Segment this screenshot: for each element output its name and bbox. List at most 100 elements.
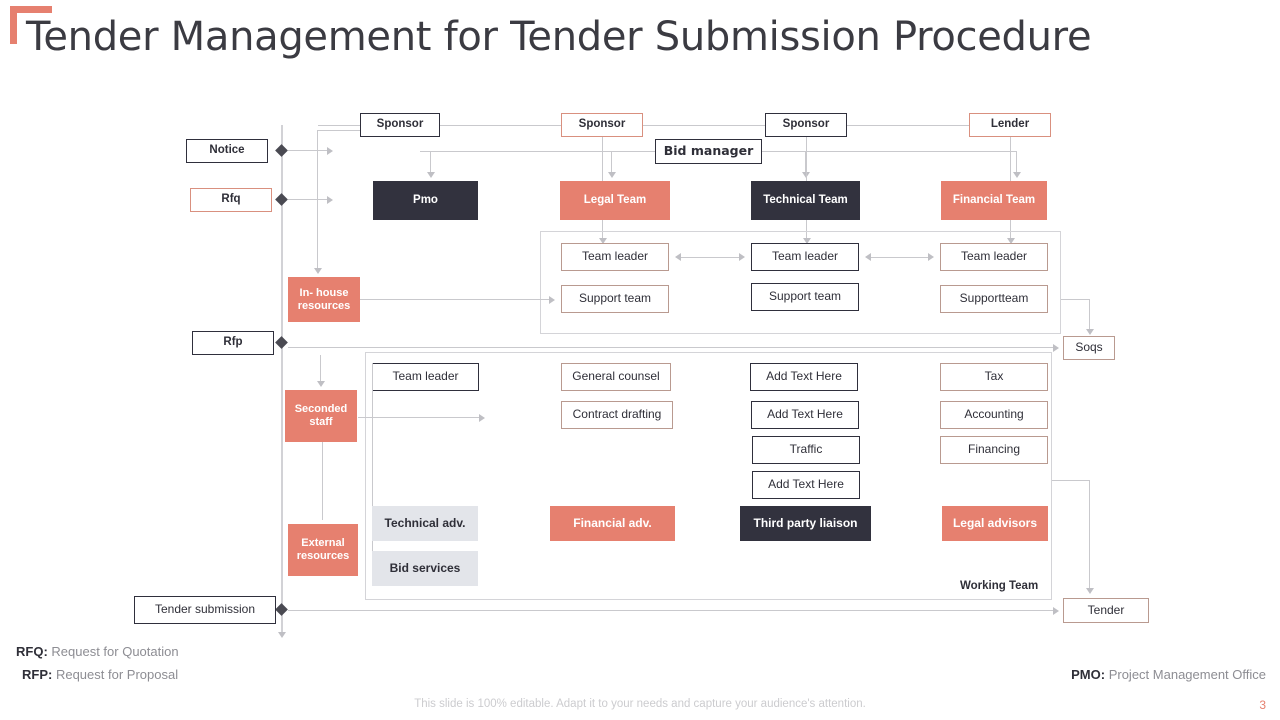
legend-pmo: PMO: Project Management Office xyxy=(1071,667,1266,682)
sponsor3-drop-arrow xyxy=(803,238,811,244)
stakeholder-rail-d xyxy=(847,125,969,126)
working-team-leader[interactable]: Team leader xyxy=(372,363,479,391)
team-legal-label: Legal Team xyxy=(583,193,647,206)
bid-manager-box[interactable]: Bid manager xyxy=(655,139,762,164)
team-financial[interactable]: Financial Team xyxy=(941,181,1047,220)
resource-band-external[interactable]: External resources xyxy=(288,524,358,576)
inhouse-to-support-rail xyxy=(360,299,550,300)
leader-technical-label: Team leader xyxy=(771,249,839,264)
stakeholder-sponsor-1[interactable]: Sponsor xyxy=(360,113,440,137)
output-soqs[interactable]: Soqs xyxy=(1063,336,1115,360)
working-team-leader-label: Team leader xyxy=(392,369,459,384)
legend-rfq: RFQ: Request for Quotation xyxy=(16,644,179,659)
team-pmo-label: Pmo xyxy=(413,193,438,206)
page-number: 3 xyxy=(1259,698,1266,712)
sponsor2-drop-arrow xyxy=(599,238,607,244)
legend-pmo-text: Project Management Office xyxy=(1105,667,1266,682)
support-legal[interactable]: Support team xyxy=(561,285,669,313)
milestone-notice[interactable]: Notice xyxy=(186,139,268,163)
milestone-tender-submission[interactable]: Tender submission xyxy=(134,596,276,624)
leader-legal-label: Team leader xyxy=(581,249,649,264)
milestone-tender-submission-label: Tender submission xyxy=(154,602,256,617)
resource-band-in-house[interactable]: In- house resources xyxy=(288,277,360,322)
tender-rail-arrow xyxy=(1086,588,1094,594)
advisor-third-party-liaison[interactable]: Third party liaison xyxy=(740,506,871,541)
leader-link-1-arrow-right xyxy=(739,253,745,261)
team-pmo[interactable]: Pmo xyxy=(373,181,478,220)
advisor-technical[interactable]: Technical adv. xyxy=(372,506,478,541)
advisor-bid-services[interactable]: Bid services xyxy=(372,551,478,586)
timeline-end-arrow xyxy=(278,632,286,638)
inhouse-to-support-arrow xyxy=(549,296,555,304)
wt-c3-item-3[interactable]: Traffic xyxy=(752,436,860,464)
bid-manager-rail-right xyxy=(762,151,1016,152)
wt-tax[interactable]: Tax xyxy=(940,363,1048,391)
tender-rail-v xyxy=(1089,480,1090,590)
working-team-caption: Working Team xyxy=(960,580,1039,592)
branch-to-external xyxy=(322,442,323,520)
support-legal-label: Support team xyxy=(578,291,652,306)
support-technical[interactable]: Support team xyxy=(751,283,859,311)
working-team-frame xyxy=(365,352,1052,600)
bid-manager-label: Bid manager xyxy=(663,143,754,159)
wt-c3-item-4[interactable]: Add Text Here xyxy=(752,471,860,499)
milestone-rfq[interactable]: Rfq xyxy=(190,188,272,212)
leader-financial-label: Team leader xyxy=(960,249,1028,264)
stakeholder-sponsor-1-label: Sponsor xyxy=(376,118,424,131)
milestone-notice-label: Notice xyxy=(209,144,245,157)
legend-rfp-text: Request for Proposal xyxy=(52,667,179,682)
seconded-to-col1-arrow xyxy=(479,414,485,422)
output-soqs-label: Soqs xyxy=(1075,340,1103,355)
milestone-rfp[interactable]: Rfp xyxy=(192,331,274,355)
team-technical[interactable]: Technical Team xyxy=(751,181,860,220)
timeline-spine xyxy=(281,125,283,635)
wt-accounting[interactable]: Accounting xyxy=(940,401,1048,429)
advisor-legal[interactable]: Legal advisors xyxy=(942,506,1048,541)
wt-financing[interactable]: Financing xyxy=(940,436,1048,464)
stakeholder-sponsor-3[interactable]: Sponsor xyxy=(765,113,847,137)
bm-drop-2-arrow xyxy=(608,172,616,178)
wt-contract-drafting[interactable]: Contract drafting xyxy=(561,401,673,429)
milestone-rfp-label: Rfp xyxy=(223,336,243,349)
bm-drop-2 xyxy=(611,151,612,174)
stakeholder-sponsor-2[interactable]: Sponsor xyxy=(561,113,643,137)
branch-top-rail xyxy=(317,130,362,131)
leader-legal[interactable]: Team leader xyxy=(561,243,669,271)
advisor-legal-label: Legal advisors xyxy=(952,515,1038,530)
soqs-rail-arrow xyxy=(1086,329,1094,335)
corner-accent-mark xyxy=(10,6,52,44)
stakeholder-sponsor-2-label: Sponsor xyxy=(578,118,626,131)
milestone-diamond-notice xyxy=(275,144,288,157)
resource-band-seconded[interactable]: Seconded staff xyxy=(285,390,357,442)
bm-drop-1 xyxy=(430,151,431,174)
advisor-financial[interactable]: Financial adv. xyxy=(550,506,675,541)
wt-general-counsel-label: General counsel xyxy=(572,369,660,384)
bm-drop-4 xyxy=(1016,151,1017,174)
rfq-connector-arrow xyxy=(327,196,333,204)
leader-technical[interactable]: Team leader xyxy=(751,243,859,271)
wt-c3-item-2[interactable]: Add Text Here xyxy=(751,401,859,429)
stakeholder-lender-label: Lender xyxy=(990,118,1030,131)
wt-c3-item-3-label: Traffic xyxy=(789,442,823,457)
team-legal[interactable]: Legal Team xyxy=(560,181,670,220)
leader-link-1-arrow-left xyxy=(675,253,681,261)
bid-manager-rail-left xyxy=(420,151,655,152)
seconded-to-col1-rail xyxy=(358,417,480,418)
lender-drop-arrow xyxy=(1007,238,1015,244)
resource-band-in-house-label: In- house resources xyxy=(297,286,351,312)
wt-general-counsel[interactable]: General counsel xyxy=(561,363,671,391)
wt-c3-item-4-label: Add Text Here xyxy=(768,477,844,492)
team-financial-label: Financial Team xyxy=(952,193,1036,206)
leader-link-1 xyxy=(681,257,739,258)
col1-vertical xyxy=(372,363,373,578)
tender-rail-h-top xyxy=(1052,480,1090,481)
stakeholder-sponsor-3-label: Sponsor xyxy=(782,118,830,131)
milestone-diamond-rfq xyxy=(275,193,288,206)
leader-financial[interactable]: Team leader xyxy=(940,243,1048,271)
wt-c3-item-1[interactable]: Add Text Here xyxy=(750,363,858,391)
support-financial[interactable]: Supportteam xyxy=(940,285,1048,313)
stakeholder-lender[interactable]: Lender xyxy=(969,113,1051,137)
support-financial-label: Supportteam xyxy=(959,291,1029,306)
output-tender[interactable]: Tender xyxy=(1063,598,1149,623)
